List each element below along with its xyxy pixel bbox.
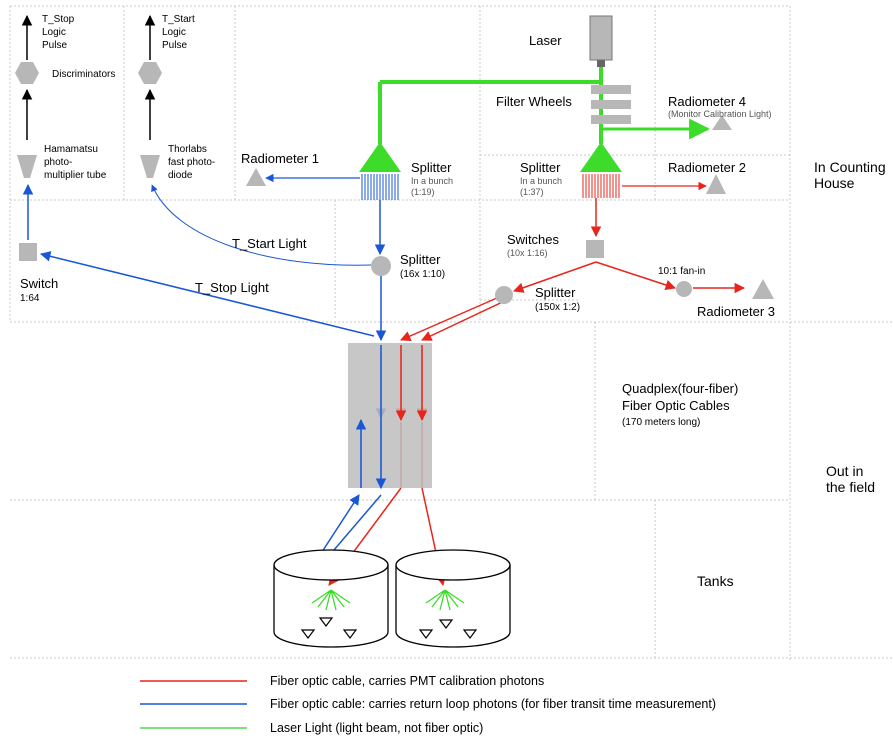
photodiode-icon xyxy=(140,155,160,178)
laser-label: Laser xyxy=(529,33,562,48)
pmt-icon xyxy=(17,155,37,178)
radiometer-4-note: (Monitor Calibration Light) xyxy=(668,109,772,119)
hamamatsu-line1: Hamamatsu xyxy=(44,144,98,155)
labels: T_Stop Logic Pulse T_Start Logic Pulse D… xyxy=(20,14,886,589)
radiometer-1-icon xyxy=(246,168,266,186)
splitter-right-label: Splitter xyxy=(520,160,561,175)
splitter-16-ratio: (16x 1:10) xyxy=(400,269,445,280)
t-start-chain xyxy=(138,14,162,178)
region-grid xyxy=(9,5,893,660)
radiometer-4-label: Radiometer 4 xyxy=(668,94,746,109)
laser-beam xyxy=(378,15,732,144)
radiometer-2-label: Radiometer 2 xyxy=(668,160,746,175)
quadplex-length: (170 meters long) xyxy=(622,417,700,428)
t-stop-light-label: T_Stop Light xyxy=(195,280,269,295)
t-stop-line1: T_Stop xyxy=(42,14,75,25)
switch-label: Switch xyxy=(20,276,58,291)
splitter-150-ratio: (150x 1:2) xyxy=(535,302,580,313)
discriminators-label: Discriminators xyxy=(52,69,115,80)
switches-box xyxy=(586,240,604,258)
splitter-150-icon xyxy=(495,286,513,304)
filter-wheel-1 xyxy=(591,85,631,94)
radiometer-4-icon xyxy=(712,115,732,130)
radiometer-3-label: Radiometer 3 xyxy=(697,304,775,319)
radiometer-2-icon xyxy=(706,174,726,194)
splitter-right-note2: (1:37) xyxy=(520,187,544,197)
switches-ratio: (10x 1:16) xyxy=(507,248,548,258)
fan-in-label: 10:1 fan-in xyxy=(658,266,705,277)
splitter-16-label: Splitter xyxy=(400,252,441,267)
splitter-16-icon xyxy=(371,256,391,276)
switch-box xyxy=(19,243,37,261)
splitter-left-label: Splitter xyxy=(411,160,452,175)
counting-house-line2: House xyxy=(814,175,855,191)
t-stop-line3: Pulse xyxy=(42,40,67,51)
t-start-line3: Pulse xyxy=(162,40,187,51)
splitter-left xyxy=(246,142,401,200)
thorlabs-line3: diode xyxy=(168,170,193,181)
hamamatsu-line3: multiplier tube xyxy=(44,170,107,181)
t-stop-line2: Logic xyxy=(42,27,66,38)
radiometer-3-icon xyxy=(752,279,774,299)
splitter-left-note2: (1:19) xyxy=(411,187,435,197)
legend-green-text: Laser Light (light beam, not fiber optic… xyxy=(270,721,483,735)
blue-fibers xyxy=(39,184,387,579)
switch-ratio: 1:64 xyxy=(20,293,40,304)
t-start-line1: T_Start xyxy=(162,14,195,25)
legend-red-text: Fiber optic cable, carries PMT calibrati… xyxy=(270,674,544,688)
discriminator-right xyxy=(138,62,162,84)
tank-left xyxy=(273,549,389,648)
tanks-label: Tanks xyxy=(697,573,734,589)
out-in-field-line2: the field xyxy=(826,479,875,495)
splitter-left-note1: In a bunch xyxy=(411,176,453,186)
filter-wheels-label: Filter Wheels xyxy=(496,94,572,109)
fan-in-icon xyxy=(676,281,692,297)
t-start-light-label: T_Start Light xyxy=(232,236,307,251)
counting-house-line1: In Counting xyxy=(814,159,886,175)
switches-label: Switches xyxy=(507,232,560,247)
filter-wheel-3 xyxy=(591,115,631,124)
tank-right xyxy=(395,549,511,648)
splitter-150-label: Splitter xyxy=(535,285,576,300)
out-in-field-line1: Out in xyxy=(826,463,863,479)
quadplex-line1: Quadplex(four-fiber) xyxy=(622,381,738,396)
discriminator-left xyxy=(15,62,39,84)
laser-icon xyxy=(589,15,613,61)
legend-blue-text: Fiber optic cable: carries return loop p… xyxy=(270,697,716,711)
t-start-line2: Logic xyxy=(162,27,186,38)
t-stop-chain xyxy=(15,14,39,261)
radiometer-1-label: Radiometer 1 xyxy=(241,151,319,166)
legend: Fiber optic cable, carries PMT calibrati… xyxy=(140,674,716,735)
hamamatsu-line2: photo- xyxy=(44,157,72,168)
quadplex-line2: Fiber Optic Cables xyxy=(622,398,730,413)
thorlabs-line1: Thorlabs xyxy=(168,144,207,155)
filter-wheel-2 xyxy=(591,100,631,109)
splitter-right xyxy=(580,142,726,198)
splitter-right-note1: In a bunch xyxy=(520,176,562,186)
thorlabs-line2: fast photo- xyxy=(168,157,215,168)
